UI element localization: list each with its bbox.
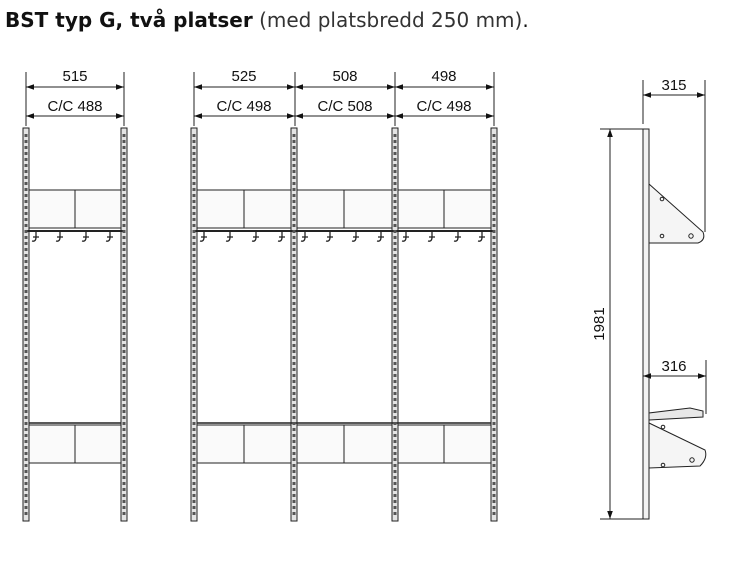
wall-plate — [642, 128, 650, 520]
diagram-heading: BST typ G, två platser (med platsbredd 2… — [5, 8, 529, 32]
single-width-label: 515 — [62, 68, 87, 85]
front-view-triple — [190, 72, 498, 522]
height-label: 1981 — [591, 307, 608, 340]
heading-subtitle: (med platsbredd 250 mm) — [259, 8, 523, 32]
triple-width-label-3: 498 — [431, 68, 456, 85]
top-depth-label: 315 — [661, 77, 686, 94]
heading-title: BST typ G, två platser — [5, 8, 253, 32]
bottom-depth-label: 316 — [661, 358, 686, 375]
single-cc-label: C/C 488 — [47, 98, 102, 115]
post-right — [120, 127, 128, 522]
side-view — [600, 80, 707, 520]
post-4 — [490, 127, 498, 522]
triple-width-label-2: 508 — [332, 68, 357, 85]
post-2 — [290, 127, 298, 522]
post-left — [22, 127, 30, 522]
triple-cc-label-3: C/C 498 — [416, 98, 471, 115]
top-bracket — [648, 182, 705, 244]
post-details — [24, 134, 496, 515]
post-3 — [391, 127, 399, 522]
seat-slats — [648, 407, 704, 421]
front-view-single — [22, 72, 128, 522]
triple-cc-label-2: C/C 508 — [317, 98, 372, 115]
post-1 — [190, 127, 198, 522]
triple-width-label-1: 525 — [231, 68, 256, 85]
bottom-bracket — [648, 422, 707, 469]
triple-cc-label-1: C/C 498 — [216, 98, 271, 115]
heading-period: . — [522, 8, 529, 32]
